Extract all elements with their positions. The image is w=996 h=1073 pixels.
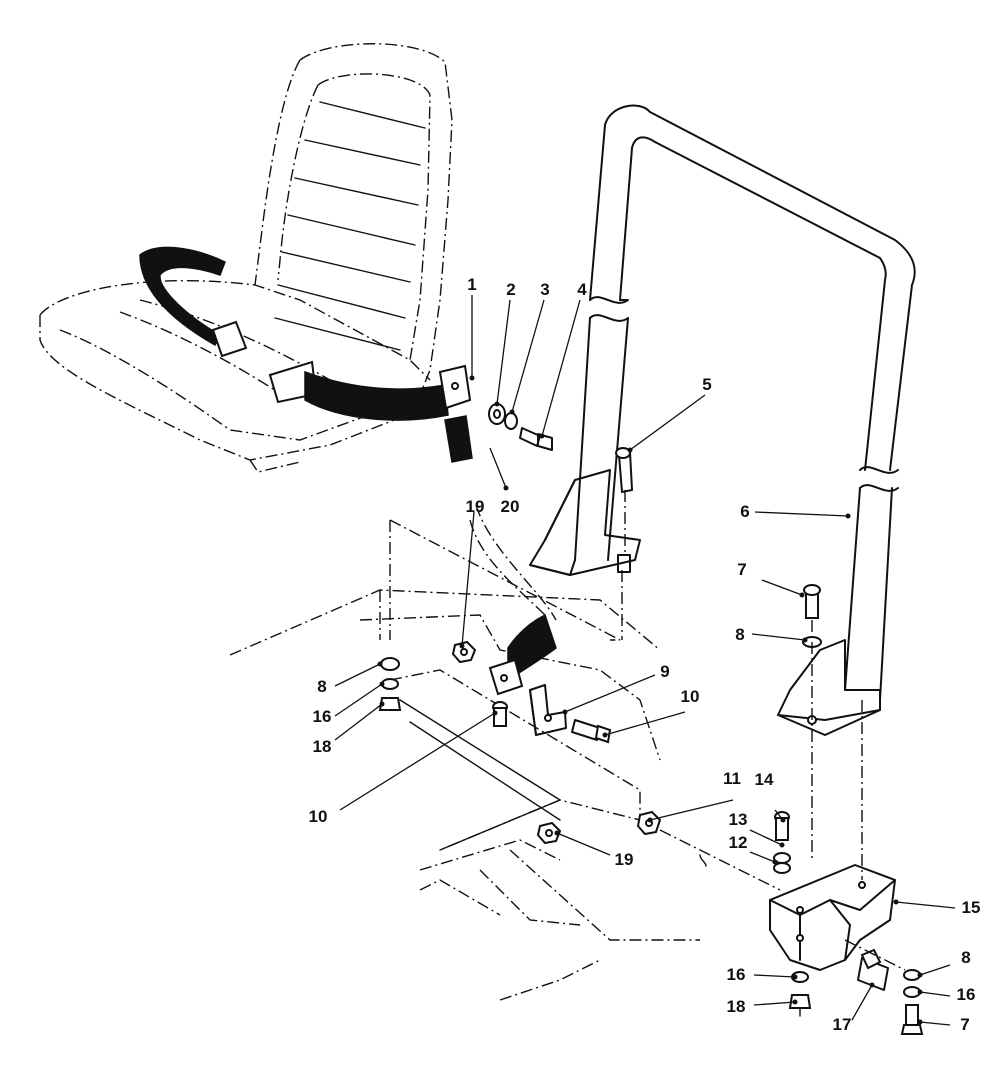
bolt-10-right [571, 719, 612, 744]
fasteners-belt-upper [488, 403, 553, 451]
leader-dots [377, 375, 923, 1025]
roll-bar [529, 104, 916, 736]
washers-left [378, 657, 402, 711]
fasteners-12-13-14 [773, 811, 791, 874]
callout-8-left: 8 [317, 677, 326, 696]
seat-belt-upper [139, 246, 473, 463]
bolt-17 [844, 939, 906, 991]
callout-19-lower: 19 [615, 850, 634, 869]
callout-9: 9 [660, 662, 669, 681]
callout-20: 20 [501, 497, 520, 516]
callout-8-lower: 8 [961, 948, 970, 967]
callout-18-left: 18 [313, 737, 332, 756]
leader-lines [334, 295, 956, 1026]
callout-11: 11 [723, 769, 741, 788]
callout-10-right: 10 [681, 687, 700, 706]
callout-16-left: 16 [313, 707, 332, 726]
platform-outline [229, 504, 700, 1001]
callout-4: 4 [577, 280, 587, 299]
callout-3: 3 [540, 280, 549, 299]
callout-19-upper: 19 [466, 497, 485, 516]
callout-8-upper: 8 [735, 625, 744, 644]
callout-18-center: 18 [727, 997, 746, 1016]
washers-lower-right [900, 969, 924, 1035]
callout-1: 1 [467, 275, 476, 294]
bolt-5 [615, 447, 633, 573]
bolt-7-upper [802, 584, 863, 880]
callout-17: 17 [833, 1015, 852, 1034]
nut-19-lower [536, 821, 562, 845]
callout-5: 5 [702, 375, 711, 394]
callout-12: 12 [729, 833, 748, 852]
belt-end-strap [444, 415, 473, 463]
belt-buckle [211, 320, 248, 358]
nut-11 [636, 810, 781, 891]
nut-19-upper [451, 640, 477, 664]
callout-7-lower: 7 [960, 1015, 969, 1034]
bracket-15 [769, 864, 896, 971]
callout-16-right: 16 [957, 985, 976, 1004]
washers-lower-center [788, 971, 812, 1017]
callout-7-upper: 7 [737, 560, 746, 579]
callout-6: 6 [740, 502, 749, 521]
seat-belt-lower [488, 613, 557, 696]
callout-labels: 1 2 3 4 5 6 7 7 8 8 8 9 10 10 11 12 13 1… [309, 275, 981, 1034]
callout-14: 14 [755, 770, 774, 789]
callout-15: 15 [962, 898, 981, 917]
callout-16-center: 16 [727, 965, 746, 984]
callout-10-left: 10 [309, 807, 328, 826]
callout-2: 2 [506, 280, 515, 299]
callout-13: 13 [729, 810, 748, 829]
